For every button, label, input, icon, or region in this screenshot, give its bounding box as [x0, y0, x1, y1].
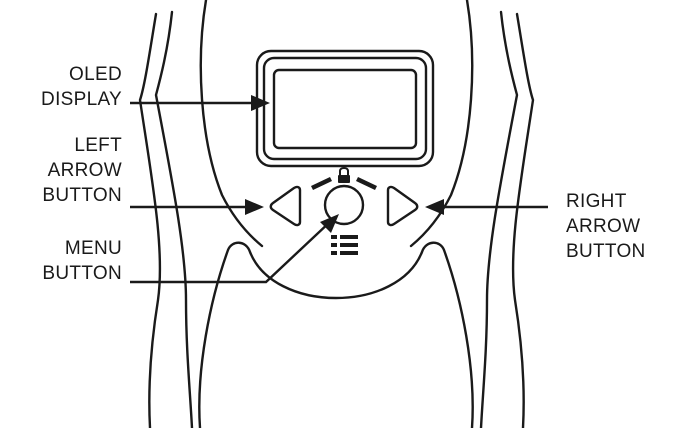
- screen-frame-inner: [262, 56, 428, 161]
- body-outline-left-outer: [138, 12, 162, 428]
- list-menu-icon: [331, 235, 358, 255]
- label-oled-display: OLED DISPLAY: [41, 62, 122, 112]
- menu-button[interactable]: [323, 184, 365, 226]
- callout-arrowhead-left-arrow: [245, 199, 264, 215]
- callout-line-menu: [130, 219, 333, 284]
- label-menu-button: MENU BUTTON: [42, 236, 122, 286]
- callout-arrowhead-oled: [251, 95, 270, 111]
- label-right-arrow-button: RIGHT ARROW BUTTON: [566, 189, 646, 264]
- lock-icon: [338, 175, 350, 183]
- screen-frame-outer: [255, 49, 435, 168]
- label-line: ARROW: [566, 216, 641, 237]
- body-outline-right-inner: [479, 10, 519, 428]
- label-line: ARROW: [47, 160, 122, 181]
- face-curve-left: [199, 0, 264, 248]
- lower-contour: [198, 241, 474, 428]
- lock-indicator: [311, 175, 377, 190]
- label-line: BUTTON: [42, 185, 122, 206]
- label-line: BUTTON: [42, 263, 122, 284]
- lock-shackle: [339, 167, 349, 175]
- label-line: BUTTON: [566, 241, 646, 262]
- right-arrow-icon[interactable]: [386, 185, 419, 227]
- left-arrow-icon[interactable]: [269, 185, 302, 227]
- callout-arrowhead-right-arrow: [425, 199, 444, 215]
- label-line: OLED: [69, 64, 122, 85]
- label-line: RIGHT: [566, 191, 627, 212]
- callout-arrowhead-menu: [320, 214, 339, 233]
- body-outline-left-inner: [154, 10, 194, 428]
- face-curve-right: [409, 0, 474, 248]
- label-line: DISPLAY: [41, 89, 122, 110]
- body-outline-right-outer: [511, 12, 535, 428]
- label-left-arrow-button: LEFT ARROW BUTTON: [42, 133, 122, 208]
- oled-display: [272, 68, 418, 150]
- label-line: LEFT: [74, 135, 122, 156]
- label-line: MENU: [64, 238, 122, 259]
